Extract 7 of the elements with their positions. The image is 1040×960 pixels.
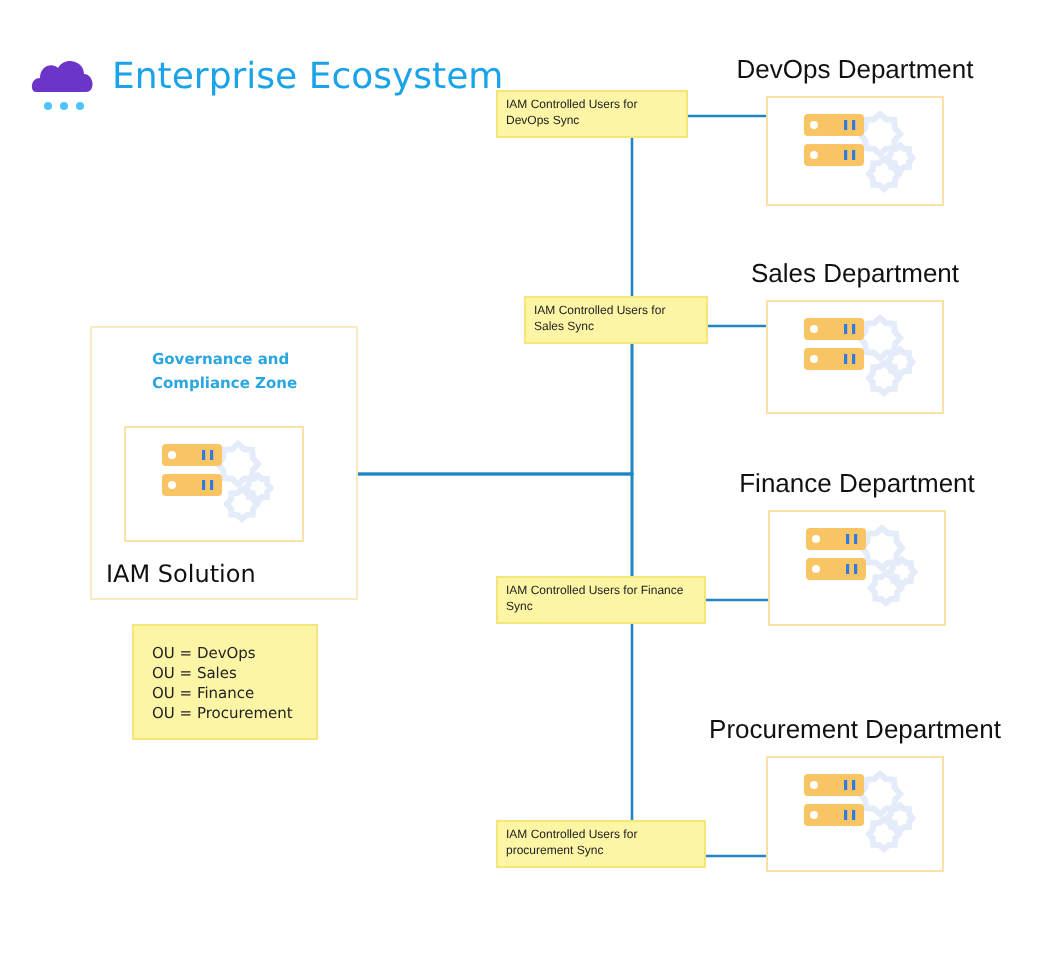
note-box — [132, 624, 318, 740]
node-heading: Procurement Department — [709, 714, 1001, 744]
zone-panel — [90, 326, 358, 600]
node-heading: Finance Department — [739, 468, 975, 498]
node-heading: DevOps Department — [736, 54, 974, 84]
node-heading: IAM Solution — [106, 560, 256, 588]
node-heading: Sales Department — [750, 258, 960, 288]
